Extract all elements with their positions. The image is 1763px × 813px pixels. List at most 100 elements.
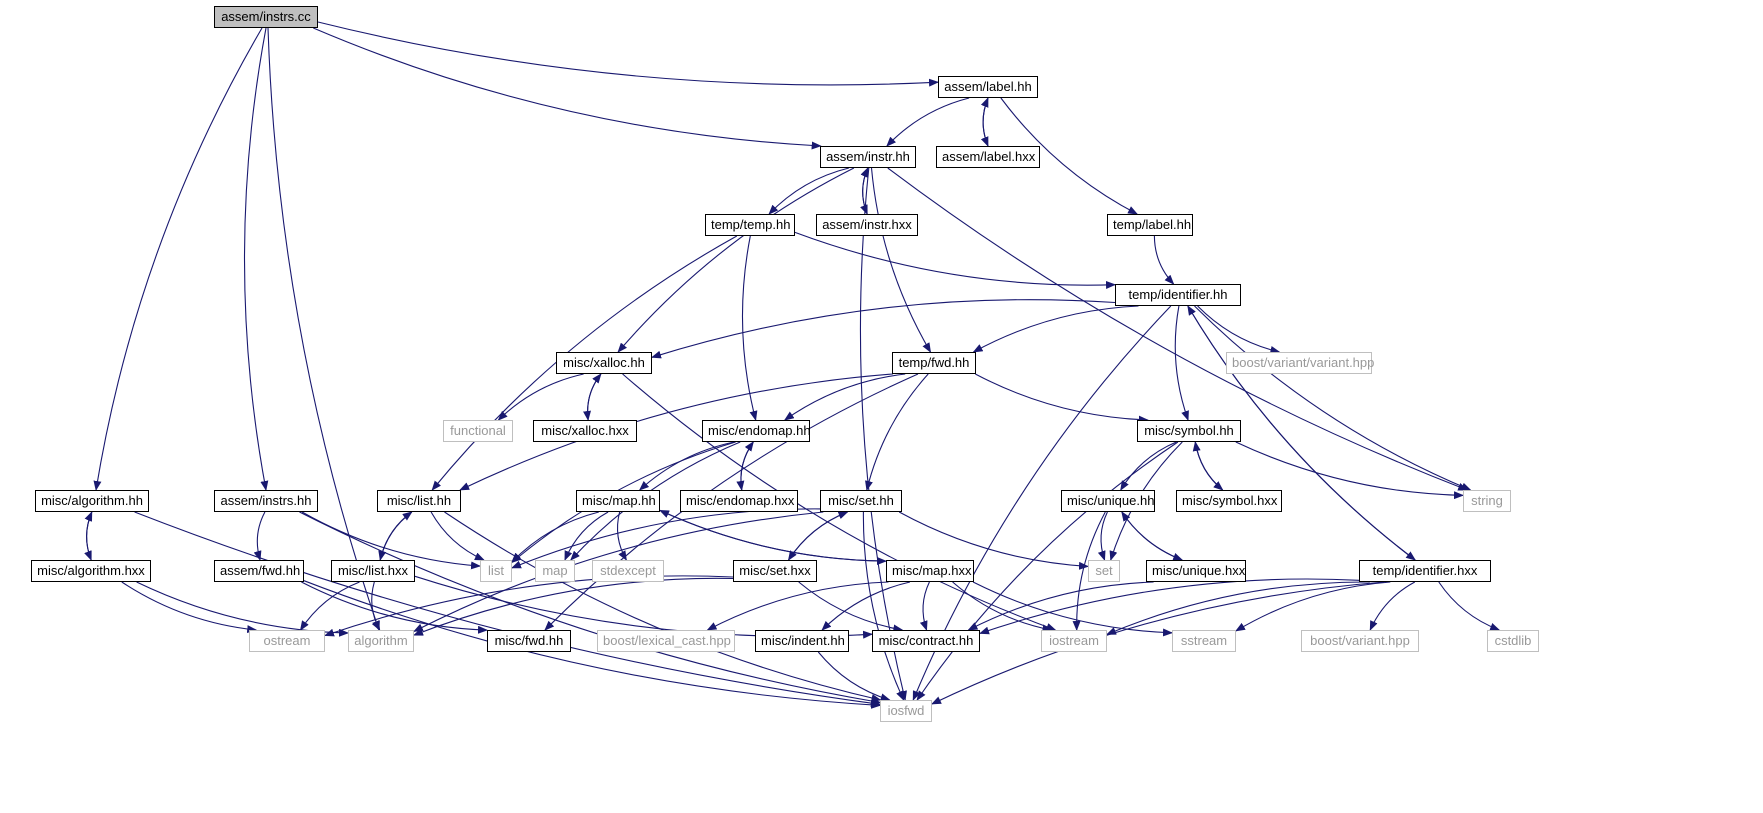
edge-assemfwd-to-iosfwd	[303, 580, 881, 709]
node-misc-endomap-hxx[interactable]: misc/endomap.hxx	[680, 490, 798, 512]
edge-root-to-instrshh	[243, 27, 269, 491]
edge-listhxx-to-ostream	[299, 581, 360, 631]
edge-instrhh-to-iosfwd	[859, 167, 907, 701]
node-misc-symbol-hh[interactable]: misc/symbol.hh	[1137, 420, 1241, 442]
node-misc-map-hxx[interactable]: misc/map.hxx	[886, 560, 974, 582]
edge-maphh-to-map	[564, 511, 609, 561]
node-map: map	[535, 560, 575, 582]
node-sstream: sstream	[1172, 630, 1236, 652]
edge-identhxx-to-iostream	[1106, 581, 1370, 635]
edge-maphh-to-list	[511, 511, 599, 563]
edge-temphh-to-identhh	[794, 231, 1116, 289]
node-misc-xalloc-hh[interactable]: misc/xalloc.hh	[556, 352, 652, 374]
edge-endomaphh-to-maphh	[638, 441, 735, 491]
edge-instrshh-to-iosfwd	[299, 511, 881, 705]
edge-identhh-to-xallochh	[651, 299, 1116, 359]
edge-instrhh-to-xallochh	[617, 167, 855, 353]
node-assem-instr-hh[interactable]: assem/instr.hh	[820, 146, 916, 168]
edge-uniquehxx-to-contract	[967, 581, 1154, 631]
node-misc-xalloc-hxx[interactable]: misc/xalloc.hxx	[533, 420, 637, 442]
edge-sethh-to-algorithm	[413, 511, 824, 632]
edge-xallochxx-to-xallochh	[587, 373, 602, 421]
node-assem-instr-hxx[interactable]: assem/instr.hxx	[816, 214, 918, 236]
node-boost-variant-hpp: boost/variant.hpp	[1301, 630, 1419, 652]
node-assem-fwd-hh[interactable]: assem/fwd.hh	[214, 560, 304, 582]
node-temp-fwd-hh[interactable]: temp/fwd.hh	[892, 352, 976, 374]
edge-maphxx-to-indent	[821, 581, 911, 631]
edge-root-to-algorithm	[267, 27, 380, 631]
edge-uniquehh-to-uniquehxx	[1121, 511, 1184, 561]
edge-sethh-to-set	[898, 511, 1089, 570]
edge-instrshh-to-list	[301, 511, 481, 570]
node-list: list	[480, 560, 512, 582]
node-misc-fwd-hh[interactable]: misc/fwd.hh	[487, 630, 571, 652]
edge-identhxx-to-contract	[979, 578, 1360, 635]
edge-listhh-to-iosfwd	[444, 511, 882, 702]
node-misc-indent-hh[interactable]: misc/indent.hh	[755, 630, 849, 652]
edge-identhh-to-fwdhh	[972, 305, 1139, 353]
edge-identhxx-to-boostvarhpp	[1369, 581, 1416, 631]
edge-symbolhh-to-uniquehh	[1120, 441, 1177, 491]
edge-sethxx-to-ostream	[324, 575, 734, 637]
edge-sethh-to-iosfwd	[862, 511, 905, 701]
edge-fwdhh-to-miscfwd	[544, 373, 919, 631]
node-temp-temp-hh[interactable]: temp/temp.hh	[705, 214, 795, 236]
edge-instrhh-to-fwdhh	[870, 167, 932, 353]
edge-maphh-to-stdexcept	[617, 511, 627, 561]
edge-instrhh-to-temphh	[768, 167, 850, 215]
node-assem-label-hh[interactable]: assem/label.hh	[938, 76, 1038, 98]
node-algorithm: algorithm	[348, 630, 414, 652]
edge-instrhxx-to-instrhh	[860, 167, 869, 215]
node-temp-identifier-hh[interactable]: temp/identifier.hh	[1115, 284, 1241, 306]
edge-maphxx-to-maphh	[659, 509, 887, 562]
edge-listhxx-to-algorithm	[371, 581, 381, 631]
edge-sethxx-to-contract	[798, 581, 904, 633]
edge-instrhh-to-string	[887, 167, 1469, 491]
node-misc-symbol-hxx[interactable]: misc/symbol.hxx	[1176, 490, 1282, 512]
edge-labelhh-to-templabel	[1000, 97, 1138, 215]
node-misc-algorithm-hh[interactable]: misc/algorithm.hh	[35, 490, 149, 512]
edge-labelhh-to-instrhh	[886, 97, 970, 147]
node-misc-algorithm-hxx[interactable]: misc/algorithm.hxx	[31, 560, 151, 582]
node-stdexcept: stdexcept	[592, 560, 664, 582]
edge-symbolhxx-to-symbolhh	[1192, 441, 1224, 491]
edge-temphh-to-listhh	[431, 235, 738, 491]
edge-fwdhh-to-symbolhh	[975, 373, 1149, 424]
edge-symbolhh-to-string	[1235, 441, 1464, 500]
edge-instrshh-to-assemfwd	[253, 511, 266, 561]
edge-identhxx-to-identhh	[1187, 305, 1416, 561]
edge-endomaphxx-to-endomaphh	[740, 441, 754, 491]
edge-algohxx-to-algohh	[84, 511, 93, 561]
node-temp-label-hh[interactable]: temp/label.hh	[1107, 214, 1193, 236]
node-misc-list-hxx[interactable]: misc/list.hxx	[331, 560, 415, 582]
node-misc-list-hh[interactable]: misc/list.hh	[377, 490, 461, 512]
edge-sethxx-to-algorithm	[413, 577, 734, 636]
edge-assemfwd-to-miscfwd	[301, 581, 488, 634]
edge-algohh-to-iosfwd	[134, 511, 881, 708]
edge-identhxx-to-iosfwd	[931, 581, 1385, 705]
edge-root-to-labelhh	[317, 21, 939, 87]
node-assem-instrs-hh[interactable]: assem/instrs.hh	[214, 490, 318, 512]
node-boost-variant-variant-hpp: boost/variant/variant.hpp	[1226, 352, 1374, 374]
edge-identhxx-to-cstdlib	[1438, 581, 1501, 631]
node-functional: functional	[443, 420, 513, 442]
node-misc-set-hh[interactable]: misc/set.hh	[820, 490, 902, 512]
edge-fwdhh-to-listhh	[459, 373, 893, 491]
edge-identhh-to-boostvar	[1197, 305, 1281, 354]
edge-sethxx-to-sethh	[788, 511, 849, 561]
edge-uniquehxx-to-uniquehh	[1121, 511, 1183, 561]
node-assem-instrs-cc: assem/instrs.cc	[214, 6, 318, 28]
edge-root-to-instrhh	[313, 27, 822, 150]
edge-identhxx-to-sstream	[1235, 581, 1391, 632]
node-temp-identifier-hxx[interactable]: temp/identifier.hxx	[1359, 560, 1491, 582]
node-misc-endomap-hh[interactable]: misc/endomap.hh	[702, 420, 811, 442]
node-set: set	[1088, 560, 1120, 582]
edge-symbolhh-to-symbolhxx	[1194, 441, 1224, 491]
edge-maphxx-to-contract	[919, 581, 930, 631]
node-misc-set-hxx[interactable]: misc/set.hxx	[733, 560, 817, 582]
node-misc-contract-hh[interactable]: misc/contract.hh	[872, 630, 980, 652]
node-misc-map-hh[interactable]: misc/map.hh	[576, 490, 660, 512]
node-assem-label-hxx[interactable]: assem/label.hxx	[936, 146, 1040, 168]
node-misc-unique-hxx[interactable]: misc/unique.hxx	[1146, 560, 1246, 582]
node-misc-unique-hh[interactable]: misc/unique.hh	[1061, 490, 1155, 512]
